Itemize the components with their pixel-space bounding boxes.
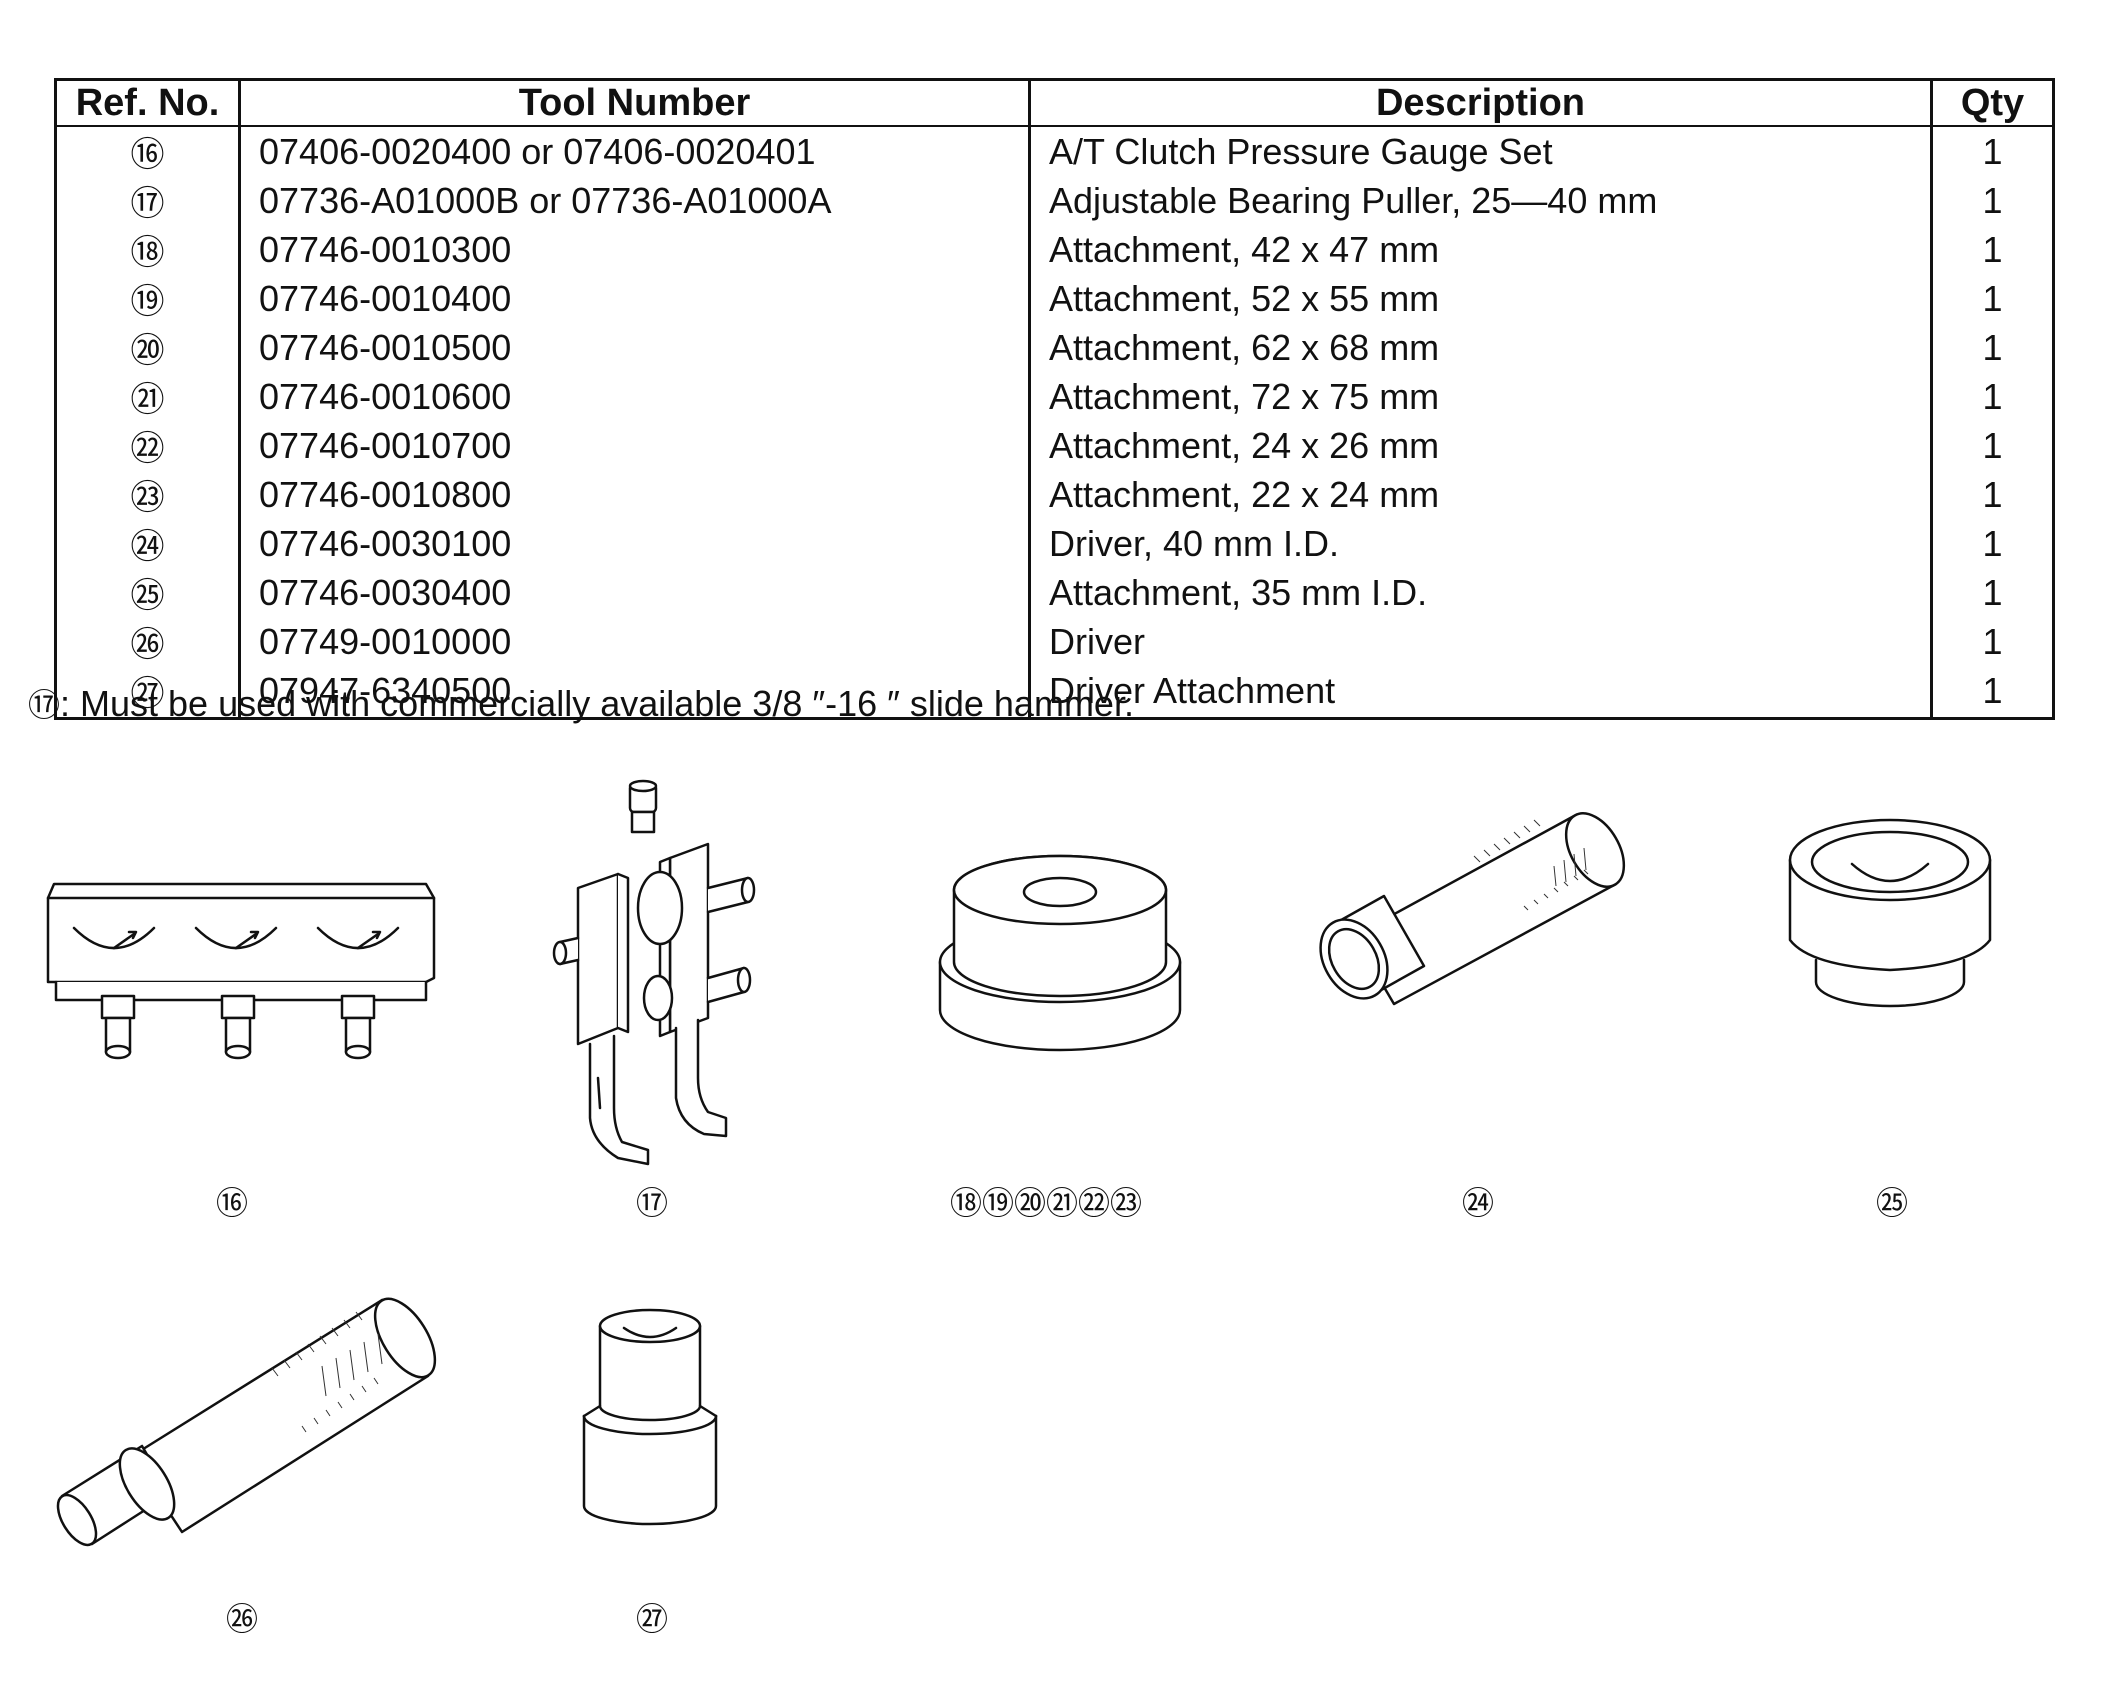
ref-cell: ㉒ [130,429,165,469]
qty-cell: 1 [1930,666,2054,719]
description-cell: Attachment, 72 x 75 mm [1028,372,1932,421]
ref-cell: ㉖ [130,625,165,665]
figure-caption-18-23: ⑱⑲⑳㉑㉒㉓ [950,1184,1143,1222]
ref-cell: ㉗ [130,674,165,714]
description-cell: Attachment, 24 x 26 mm [1028,421,1932,470]
description-cell: Driver Attachment [1028,666,1932,719]
ref-cell: ⑱ [130,233,165,273]
driver-handle-illustration [52,1276,442,1551]
pressure-gauge-set-illustration [34,878,454,1083]
tool-number-cell: 07746-0010500 [238,323,1030,372]
column-header-ref: Ref. No. [55,79,240,127]
ref-cell: ㉔ [130,527,165,567]
figure-caption-16: ⑯ [216,1184,249,1222]
description-cell: A/T Clutch Pressure Gauge Set [1028,126,1932,176]
description-cell: Attachment, 52 x 55 mm [1028,274,1932,323]
qty-cell: 1 [1930,274,2054,323]
tool-number-cell: 07746-0030100 [238,519,1030,568]
attachment-id-illustration [1780,810,2000,1035]
tool-number-cell: 07746-0010700 [238,421,1030,470]
figure-caption-17: ⑰ [636,1184,669,1222]
tool-number-cell: 07947-6340500 [238,666,1030,719]
note-text: : Must be used with commercially availab… [60,683,1134,724]
figure-caption-26: ㉖ [226,1600,259,1638]
bearing-puller-illustration [548,778,778,1183]
description-cell: Attachment, 62 x 68 mm [1028,323,1932,372]
attachment-illustration [930,850,1190,1065]
ref-cell: ⑯ [130,135,165,175]
qty-cell: 1 [1930,421,2054,470]
usage-note: ⑰: Must be used with commercially availa… [28,680,1134,726]
ref-cell: ㉕ [130,576,165,616]
table-header-row: Ref. No. Tool Number Description Qty [55,79,2054,127]
description-cell: Attachment, 22 x 24 mm [1028,470,1932,519]
column-header-description: Description [1028,79,1932,127]
qty-cell: 1 [1930,568,2054,617]
driver-illustration [1319,796,1634,1031]
qty-cell: 1 [1930,519,2054,568]
figure-caption-25: ㉕ [1876,1184,1909,1222]
tool-number-cell: 07736-A01000B or 07736-A01000A [238,176,1030,225]
tool-number-cell: 07746-0030400 [238,568,1030,617]
column-header-qty: Qty [1930,79,2054,127]
ref-cell: ⑲ [130,282,165,322]
tool-number-cell: 07746-0010800 [238,470,1030,519]
ref-cell: ㉓ [130,478,165,518]
description-cell: Attachment, 35 mm I.D. [1028,568,1932,617]
ref-cell: ⑰ [130,184,165,224]
special-tools-table: Ref. No. Tool Number Description Qty ⑯ 07… [54,78,2055,720]
ref-cell: ㉑ [130,380,165,420]
qty-cell: 1 [1930,126,2054,176]
tool-number-cell: 07749-0010000 [238,617,1030,666]
tool-number-cell: 07746-0010600 [238,372,1030,421]
tool-number-cell: 07746-0010400 [238,274,1030,323]
qty-cell: 1 [1930,470,2054,519]
qty-cell: 1 [1930,225,2054,274]
qty-cell: 1 [1930,323,2054,372]
description-cell: Driver, 40 mm I.D. [1028,519,1932,568]
figure-caption-24: ㉔ [1462,1184,1495,1222]
qty-cell: 1 [1930,372,2054,421]
qty-cell: 1 [1930,176,2054,225]
figure-caption-27: ㉗ [636,1600,669,1638]
description-cell: Adjustable Bearing Puller, 25—40 mm [1028,176,1932,225]
column-header-tool-number: Tool Number [238,79,1030,127]
qty-cell: 1 [1930,617,2054,666]
description-cell: Attachment, 42 x 47 mm [1028,225,1932,274]
tool-number-cell: 07746-0010300 [238,225,1030,274]
driver-attachment-illustration [578,1306,728,1531]
ref-cell: ⑳ [130,331,165,371]
note-ref: ⑰ [28,686,61,724]
tool-number-cell: 07406-0020400 or 07406-0020401 [238,126,1030,176]
description-cell: Driver [1028,617,1932,666]
